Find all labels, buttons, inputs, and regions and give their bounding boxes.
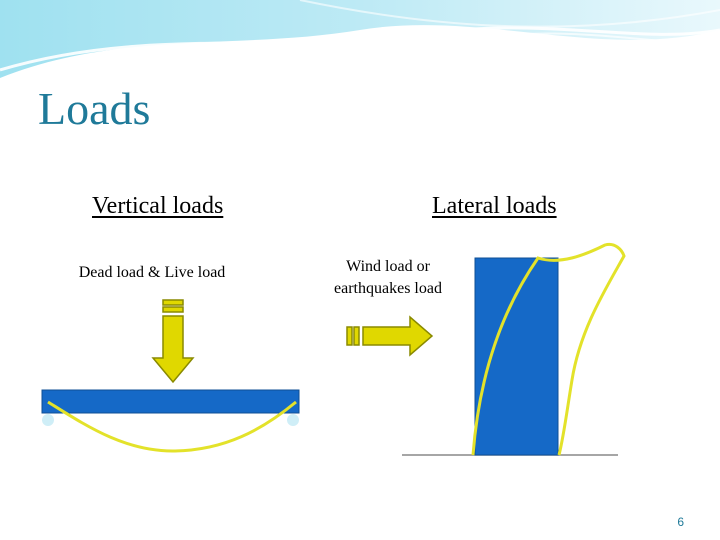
wind-label-line2: earthquakes load xyxy=(334,280,442,297)
dead-live-load-label: Dead load & Live load xyxy=(78,264,226,281)
building-deflection-curve xyxy=(471,242,626,456)
page-number: 6 xyxy=(677,515,684,529)
building-column xyxy=(474,257,559,456)
lateral-load-arrow xyxy=(346,315,434,357)
vertical-loads-heading: Vertical loads xyxy=(92,193,224,219)
wind-earthquake-label: Wind load or earthquakes load xyxy=(318,256,458,300)
slide-title: Loads xyxy=(38,83,151,134)
header-wave xyxy=(0,0,720,81)
left-support xyxy=(42,414,54,426)
wind-label-line1: Wind load or xyxy=(346,258,430,275)
right-support xyxy=(287,414,299,426)
vertical-load-arrow xyxy=(151,299,195,384)
beam xyxy=(41,389,300,414)
beam-deflection-curve xyxy=(47,400,297,453)
lateral-loads-heading: Lateral loads xyxy=(432,193,557,219)
